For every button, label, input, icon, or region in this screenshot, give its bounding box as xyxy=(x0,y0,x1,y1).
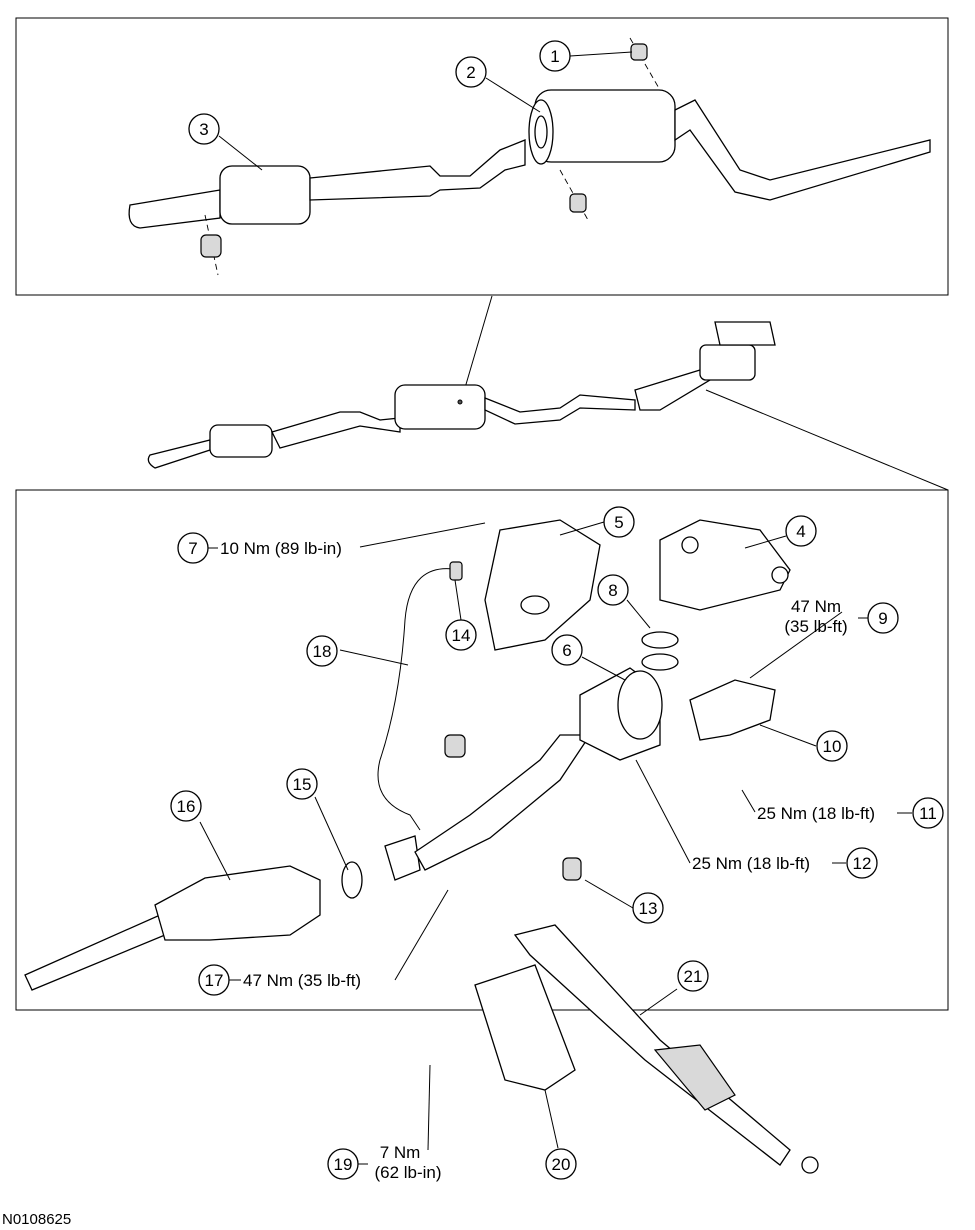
svg-text:12: 12 xyxy=(853,854,872,873)
callout-11-spec: 25 Nm (18 lb-ft) xyxy=(757,804,875,823)
main-exhaust-detail xyxy=(24,519,819,1174)
exhaust-overview xyxy=(147,321,776,469)
leader-top-panel xyxy=(461,295,493,399)
callout-14: 14 xyxy=(445,619,477,651)
callout-19-spec-line2: (62 lb-in) xyxy=(374,1163,441,1182)
svg-text:14: 14 xyxy=(452,626,471,645)
callout-1: 1 xyxy=(539,40,571,72)
callout-20: 20 xyxy=(545,1148,577,1180)
svg-text:13: 13 xyxy=(639,899,658,918)
svg-text:3: 3 xyxy=(199,120,208,139)
callout-7-spec: 10 Nm (89 lb-in) xyxy=(220,539,342,558)
callout-8: 8 xyxy=(597,574,629,606)
svg-text:20: 20 xyxy=(552,1155,571,1174)
svg-text:10: 10 xyxy=(823,737,842,756)
callout-leaders xyxy=(199,51,843,1151)
callout-19: 19 7 Nm (62 lb-in) xyxy=(327,1143,442,1182)
svg-text:15: 15 xyxy=(293,775,312,794)
callout-11: 25 Nm (18 lb-ft) 11 xyxy=(757,797,944,829)
svg-text:5: 5 xyxy=(614,513,623,532)
svg-text:2: 2 xyxy=(466,63,475,82)
callout-6: 6 xyxy=(551,634,583,666)
callout-17: 17 47 Nm (35 lb-ft) xyxy=(198,964,361,996)
svg-text:7: 7 xyxy=(188,539,197,558)
callout-9-spec-line2: (35 lb-ft) xyxy=(784,617,847,636)
callout-2: 2 xyxy=(455,56,487,88)
hanger-1 xyxy=(629,37,661,91)
callout-12-spec: 25 Nm (18 lb-ft) xyxy=(692,854,810,873)
main-detail-frame xyxy=(15,489,949,1011)
callout-4: 4 xyxy=(785,515,817,547)
hanger-3 xyxy=(200,214,222,276)
svg-text:21: 21 xyxy=(684,967,703,986)
svg-text:4: 4 xyxy=(796,522,805,541)
top-detail-frame xyxy=(15,17,949,296)
callout-13: 13 xyxy=(632,892,664,924)
callout-12: 25 Nm (18 lb-ft) 12 xyxy=(692,847,878,879)
callout-5: 5 xyxy=(603,506,635,538)
svg-text:18: 18 xyxy=(313,642,332,661)
svg-text:16: 16 xyxy=(177,797,196,816)
callout-17-spec: 47 Nm (35 lb-ft) xyxy=(243,971,361,990)
svg-text:17: 17 xyxy=(205,971,224,990)
callout-18: 18 xyxy=(306,635,338,667)
svg-text:19: 19 xyxy=(334,1155,353,1174)
callout-15: 15 xyxy=(286,768,318,800)
svg-text:11: 11 xyxy=(919,804,937,823)
figure-id: N0108625 xyxy=(2,1211,71,1228)
callout-9-spec-line1: 47 Nm xyxy=(791,597,841,616)
callout-10: 10 xyxy=(816,730,848,762)
callout-19-spec-line1: 7 Nm xyxy=(380,1143,421,1162)
callout-7: 7 10 Nm (89 lb-in) xyxy=(177,532,342,564)
svg-text:6: 6 xyxy=(562,641,571,660)
svg-text:8: 8 xyxy=(608,581,617,600)
svg-text:1: 1 xyxy=(550,47,559,66)
hanger-2 xyxy=(559,169,589,221)
callout-16: 16 xyxy=(170,790,202,822)
callout-3: 3 xyxy=(188,113,220,145)
svg-text:9: 9 xyxy=(878,609,887,628)
rear-exhaust-detail xyxy=(128,37,931,276)
callout-21: 21 xyxy=(677,960,709,992)
leader-bottom-panel xyxy=(705,389,949,491)
callout-9: 47 Nm (35 lb-ft) 9 xyxy=(784,597,899,636)
